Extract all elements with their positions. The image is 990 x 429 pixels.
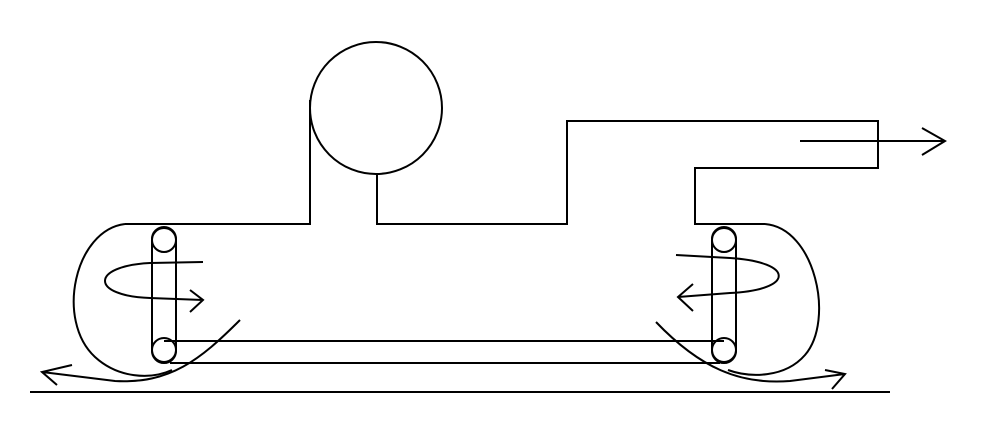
left-housing-arc (72, 223, 173, 377)
outlet-arrow (800, 127, 947, 156)
right-wheel-assembly (655, 223, 847, 390)
left-rotation-arrow (104, 261, 205, 313)
right-housing-arc (727, 223, 820, 376)
right-ground-arrow (655, 321, 847, 390)
right-bottom-pulley (711, 337, 737, 363)
left-ground-arrow (39, 319, 241, 386)
left-top-pulley (151, 227, 177, 253)
right-top-pulley (711, 227, 737, 253)
left-wheel-assembly (39, 223, 241, 386)
rails (164, 340, 724, 364)
right-rotation-arrow (675, 254, 780, 312)
top-circle (309, 41, 443, 175)
left-bottom-pulley (151, 337, 177, 363)
body-outline (125, 100, 879, 225)
